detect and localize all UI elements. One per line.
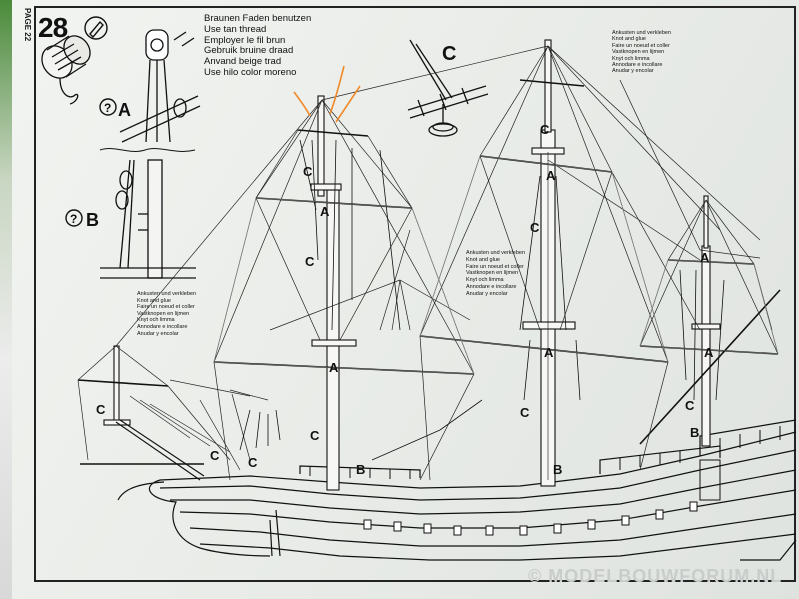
instruction-line: Use hilo color moreno — [204, 66, 297, 78]
glue-line: Knyt och limma — [466, 277, 504, 284]
glue-line: Annodare e incollare — [612, 62, 663, 69]
part-labels: C A C A C B C A C A C B A A C B C C C — [96, 122, 714, 477]
thread-instructions: Braunen Faden benutzen Use tan thread Em… — [204, 13, 312, 79]
detail-b-illustration — [100, 159, 196, 279]
glue-line: Anudar y encolar — [137, 330, 179, 337]
glue-line: Anudar y encolar — [466, 290, 508, 297]
label-c: C — [540, 122, 550, 137]
ship-hull — [117, 419, 797, 561]
glue-line: Annodare e incollare — [137, 323, 188, 330]
glue-tube-icon — [84, 16, 108, 40]
label-c: C — [303, 164, 313, 179]
question-marker: ? — [70, 212, 77, 226]
sail-panels — [213, 155, 779, 375]
label-c: C — [248, 455, 258, 470]
stern-structure — [699, 459, 721, 501]
label-c: C — [520, 405, 530, 420]
glue-line: Knyt och limma — [137, 317, 175, 324]
rigging-lines — [77, 45, 779, 481]
rail-balusters — [309, 426, 781, 479]
glue-note-mizzen: Ankusten und verkleben Knot and glue Fai… — [612, 30, 671, 75]
watermark: © MODELBOUWFORUM.NL — [528, 566, 783, 586]
detail-b-label: B — [86, 210, 99, 230]
glue-line: Faire un noeud et coller — [137, 304, 195, 311]
step-number: 28 — [38, 12, 68, 43]
orange-annotation-arrows — [293, 65, 361, 123]
glue-line: Vastknopen en lijmen — [466, 270, 519, 277]
page-label: PAGE 22 — [23, 8, 32, 42]
instruction-line: Anvand beige trad — [204, 56, 282, 68]
label-b: B — [553, 462, 562, 477]
glue-line: Knyt och limma — [612, 55, 650, 62]
page-frame — [34, 6, 796, 582]
label-c: C — [310, 428, 320, 443]
label-a: A — [700, 250, 710, 265]
glue-line: Anudar y encolar — [612, 68, 654, 75]
detail-c-illustration — [407, 39, 489, 137]
glue-line: Ankusten und verkleben — [137, 291, 197, 297]
label-a: A — [329, 360, 339, 375]
detail-a-illustration — [119, 29, 201, 143]
glue-line: Faire un noeud et coller — [466, 263, 524, 270]
glue-line: Knot and glue — [466, 256, 500, 263]
label-a: A — [704, 345, 714, 360]
label-b: B — [356, 462, 365, 477]
instruction-line: Gebruik bruine draad — [204, 45, 294, 57]
mainmast — [522, 39, 576, 487]
break-line — [99, 148, 196, 152]
yards — [77, 79, 781, 465]
label-c: C — [210, 448, 220, 463]
glue-line: Annodare e incollare — [466, 283, 517, 290]
detail-a-label: A — [118, 100, 131, 120]
guide-arrows — [239, 139, 725, 461]
label-a: A — [546, 168, 556, 183]
label-a: A — [320, 204, 330, 219]
detail-b-callout: ? B — [65, 209, 99, 230]
page-edge-shadow — [0, 0, 12, 599]
glue-line: Vastknopen en lijmen — [137, 310, 190, 317]
hull-gunports — [363, 501, 698, 536]
label-c: C — [530, 220, 540, 235]
mizzenmast — [691, 195, 721, 447]
label-b: B — [690, 425, 699, 440]
thread-spool-icon — [41, 35, 91, 105]
label-c: C — [305, 254, 315, 269]
glue-line: Knot and glue — [612, 36, 646, 43]
label-c: C — [685, 398, 695, 413]
instruction-line: Braunen Faden benutzen — [204, 13, 312, 24]
instruction-line: Employer le fil brun — [204, 34, 286, 46]
detail-c-label: C — [442, 43, 456, 65]
instruction-line: Use tan thread — [204, 23, 267, 35]
label-c: C — [96, 402, 106, 417]
question-marker: ? — [104, 101, 111, 115]
glue-line: Vastknopen en lijmen — [612, 49, 665, 56]
label-a: A — [544, 345, 554, 360]
foremast — [310, 95, 357, 491]
glue-line: Ankusten und verkleben — [466, 250, 526, 256]
glue-line: Ankusten und verkleben — [612, 30, 672, 36]
glue-line: Faire un noeud et coller — [612, 42, 670, 49]
detail-a-callout: ? A — [99, 98, 131, 120]
glue-note-mainmast: Ankusten und verkleben Knot and glue Fai… — [466, 250, 525, 298]
